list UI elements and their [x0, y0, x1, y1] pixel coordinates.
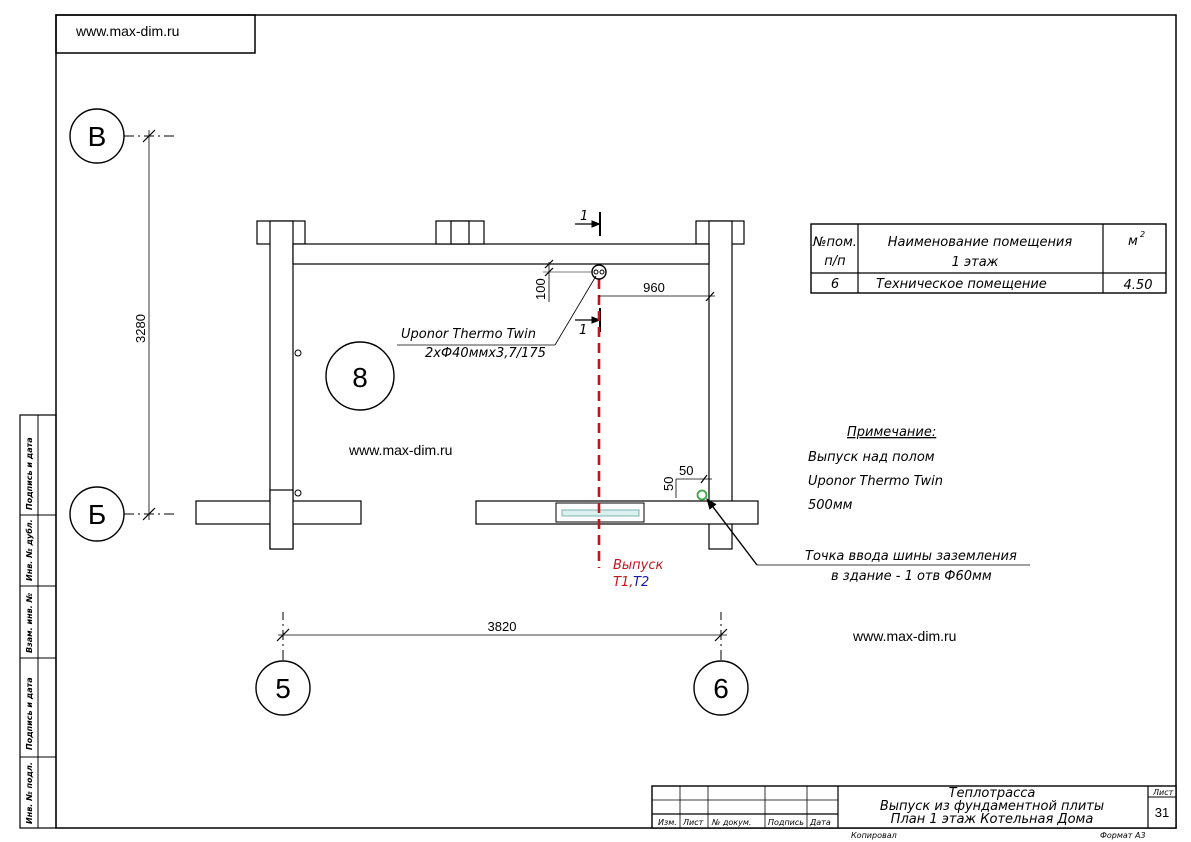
svg-text:500мм: 500мм [808, 498, 853, 513]
svg-text:Точка ввода шины заземления: Точка ввода шины заземления [805, 549, 1017, 564]
svg-text:1: 1 [580, 209, 588, 224]
table-header-name-2: 1 этаж [952, 255, 999, 270]
svg-text:3280: 3280 [133, 314, 148, 343]
svg-text:Т2: Т2 [633, 575, 649, 590]
svg-text:Т1,: Т1, [613, 575, 633, 590]
svg-text:2хФ40ммх3,7/175: 2хФ40ммх3,7/175 [425, 346, 546, 361]
svg-text:в здание - 1 отв Ф60мм: в здание - 1 отв Ф60мм [831, 569, 992, 584]
room-number-bubble: 8 [325, 341, 395, 411]
svg-text:1: 1 [579, 323, 587, 338]
tb-project: Теплотрасса [949, 786, 1036, 801]
outlet-label: Выпуск Т1, Т2 [613, 558, 664, 590]
svg-text:Uponor Thermo Twin: Uponor Thermo Twin [808, 474, 943, 489]
svg-text:6: 6 [713, 673, 729, 704]
axis-bubble-v: В [69, 108, 174, 164]
side-stamp: Подпись и дата Инв. № дубл. Взам. инв. №… [19, 414, 57, 829]
site-label-box [55, 14, 256, 54]
svg-text:960: 960 [643, 280, 665, 295]
wall-anchor-icon [294, 489, 302, 497]
tb-col-list: Лист [682, 818, 704, 827]
svg-text:50: 50 [679, 463, 693, 478]
table-header-num-2: п/п [824, 254, 846, 269]
ground-point-icon [696, 489, 708, 501]
title-block: Изм. Лист № докум. Подпись Дата Теплотра… [651, 785, 1177, 840]
svg-text:Uponor Thermo Twin: Uponor Thermo Twin [401, 327, 536, 342]
watermark-right: www.max-dim.ru [852, 628, 956, 644]
side-stamp-5: Инв. № подл. [25, 762, 34, 824]
dimension-horizontal: 3820 [276, 619, 728, 642]
side-stamp-4: Подпись и дата [25, 677, 34, 750]
svg-text:3820: 3820 [488, 619, 517, 634]
dimension-50: 50 50 [661, 463, 712, 498]
svg-text:100: 100 [533, 278, 548, 300]
svg-text:5: 5 [275, 673, 291, 704]
dimension-960: 960 [599, 280, 715, 302]
section-mark-top: 1 [575, 209, 601, 236]
tb-line3: План 1 этаж Котельная Дома [891, 812, 1094, 827]
note-block: Примечание: Выпуск над полом Uponor Ther… [808, 425, 943, 513]
tb-copied: Копировал [851, 831, 897, 840]
dimension-100: 100 [533, 259, 592, 302]
table-cell-name: Техническое помещение [876, 277, 1047, 292]
tb-sheet-label: Лист [1152, 788, 1174, 797]
svg-text:Выпуск над полом: Выпуск над полом [808, 450, 935, 465]
walls [195, 220, 759, 550]
tb-col-sign: Подпись [768, 818, 804, 827]
tb-col-doc: № докум. [711, 818, 751, 827]
table-header-name: Наименование помещения [888, 235, 1073, 250]
sheet-frame [55, 14, 1177, 829]
tb-col-date: Дата [809, 818, 831, 827]
svg-text:8: 8 [352, 362, 368, 393]
svg-text:50: 50 [661, 477, 676, 491]
svg-text:Выпуск: Выпуск [613, 558, 664, 573]
table-header-num: №пом. [812, 235, 857, 250]
axis-bubble-b: Б [69, 486, 174, 542]
side-stamp-2: Инв. № дубл. [24, 519, 34, 581]
wall-anchor-icon [294, 349, 302, 357]
ground-label: Точка ввода шины заземления в здание - 1… [706, 498, 1030, 584]
axis-bubble-6: 6 [693, 612, 749, 716]
section-mark-bottom: 1 [575, 308, 601, 338]
room-table: №пом. п/п Наименование помещения 1 этаж … [810, 223, 1167, 294]
axis-bubble-5: 5 [255, 612, 311, 716]
svg-text:2: 2 [1140, 230, 1145, 239]
pipe-entry-icon [591, 264, 607, 280]
side-stamp-3: Взам. инв. № [25, 592, 34, 653]
tb-line2: Выпуск из фундаментной плиты [880, 799, 1104, 814]
tb-col-izm: Изм. [658, 818, 677, 827]
side-stamp-1: Подпись и дата [25, 437, 34, 510]
watermark-top-left: www.max-dim.ru [75, 23, 179, 39]
tb-format: Формат А3 [1100, 831, 1146, 840]
table-cell-num: 6 [831, 277, 839, 292]
svg-text:Б: Б [88, 499, 106, 530]
watermark-center: www.max-dim.ru [348, 442, 452, 458]
dimension-vertical: 3280 [133, 129, 156, 521]
tb-sheet-num: 31 [1155, 805, 1169, 820]
table-header-area: м [1128, 234, 1138, 249]
table-cell-area: 4.50 [1124, 278, 1153, 293]
svg-text:В: В [88, 121, 107, 152]
svg-text:Примечание:: Примечание: [847, 425, 936, 440]
pipe-label: Uponor Thermo Twin 2хФ40ммх3,7/175 [397, 275, 597, 361]
